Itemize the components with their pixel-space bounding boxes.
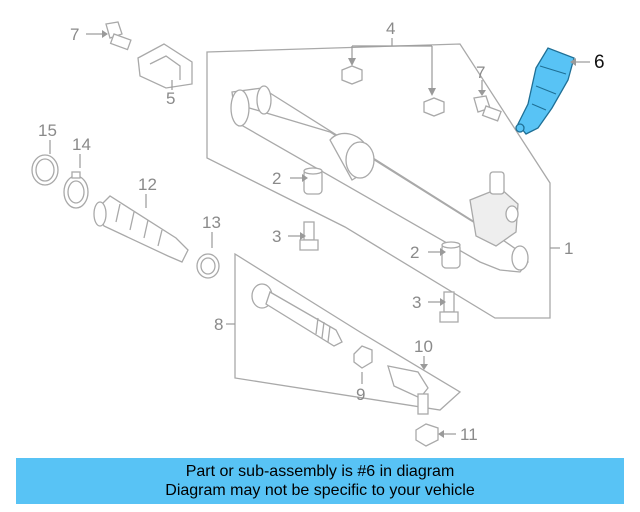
clamp-13 [196,253,220,279]
callout-3b: 3 [412,293,421,312]
callout-11: 11 [460,425,478,444]
callout-2b: 2 [410,243,419,262]
outer-tie-rod-end [387,365,429,415]
nut-upper [341,65,363,85]
callout-10: 10 [414,337,433,356]
clamp-14 [63,171,89,209]
callout-9: 9 [356,385,365,404]
callout-8: 8 [214,315,223,334]
castle-nut-11 [415,423,439,447]
caption-line-2: Diagram may not be specific to your vehi… [165,482,475,499]
jam-nut-9 [353,345,373,369]
caption-line-1: Part or sub-assembly is #6 in diagram [185,463,455,480]
callout-7b: 7 [476,63,485,82]
callout-13: 13 [202,213,221,232]
callout-7a: 7 [70,25,79,44]
bolt-top-left [105,21,132,51]
callout-1: 1 [564,239,573,258]
callout-3a: 3 [272,227,281,246]
callout-4: 4 [386,19,395,38]
callout-12: 12 [138,175,157,194]
callout-14: 14 [72,135,91,154]
bolt-top-right [473,95,502,122]
nut-lower [423,97,445,117]
callout-2a: 2 [272,169,281,188]
bolt-right [439,291,459,323]
tie-rod-frame [234,252,462,411]
inner-tie-rod [251,283,343,347]
dust-boot-12 [93,195,189,263]
callout-15: 15 [38,121,57,140]
bushing-lower [441,241,461,269]
caption-banner: Part or sub-assembly is #6 in diagram Di… [16,458,624,504]
bolt-left [299,221,319,251]
highlighted-part-6 [515,47,575,135]
gear-assembly-frame [206,43,551,319]
bushing-upper [303,167,323,195]
rack-housing [230,85,529,273]
caption-banner-bg [16,458,624,504]
mount-bracket [137,43,193,89]
callout-6: 6 [594,52,605,73]
callout-5: 5 [166,89,175,108]
